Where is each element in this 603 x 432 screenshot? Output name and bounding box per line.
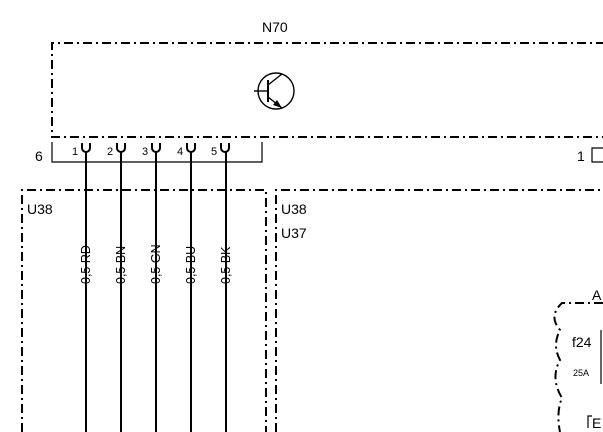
connector-right-number: 1 <box>577 148 585 164</box>
component-label: N70 <box>262 19 288 35</box>
wire-label: 0,5 GN <box>149 244 163 284</box>
wire-label: 0,5 RD <box>79 245 93 284</box>
right-block-label-1: U38 <box>281 201 307 217</box>
pin-number: 4 <box>177 146 183 158</box>
fuse-terminal-bracket <box>587 415 592 428</box>
pin-number: 5 <box>211 146 217 158</box>
fuse-terminal-top: A <box>592 287 602 303</box>
left-block-label: U38 <box>27 201 53 217</box>
wire-label: 0,5 BU <box>184 246 198 284</box>
pin-1: 1 0,5 RD <box>72 143 93 432</box>
fuse-name: f24 <box>572 334 592 350</box>
component-n70-border <box>51 42 603 138</box>
transistor-icon <box>254 72 295 110</box>
connector-left-number: 6 <box>35 148 43 164</box>
connector-bracket-right <box>591 147 603 163</box>
pin-number: 1 <box>72 146 78 158</box>
pin-socket <box>220 143 230 153</box>
pin-2: 2 0,5 BN <box>107 143 128 432</box>
fuse-block-border <box>553 302 603 432</box>
left-block-border <box>21 189 267 432</box>
right-block-label-2: U37 <box>281 225 307 241</box>
wire-label: 0,5 BN <box>114 246 128 284</box>
pin-number: 2 <box>107 146 113 158</box>
fuse-terminal-bottom: E <box>592 415 601 431</box>
pin-3: 3 0,5 GN <box>142 143 163 432</box>
pin-socket <box>116 143 126 153</box>
pin-5: 5 0,5 BK <box>211 143 233 432</box>
pin-socket <box>186 143 196 153</box>
right-block-border <box>275 189 603 432</box>
pin-number: 3 <box>142 146 148 158</box>
pin-4: 4 0,5 BU <box>177 143 198 432</box>
pin-socket <box>81 143 91 153</box>
fuse-rating: 25A <box>573 368 589 378</box>
pin-socket <box>151 143 161 153</box>
wire-label: 0,5 BK <box>219 246 233 284</box>
